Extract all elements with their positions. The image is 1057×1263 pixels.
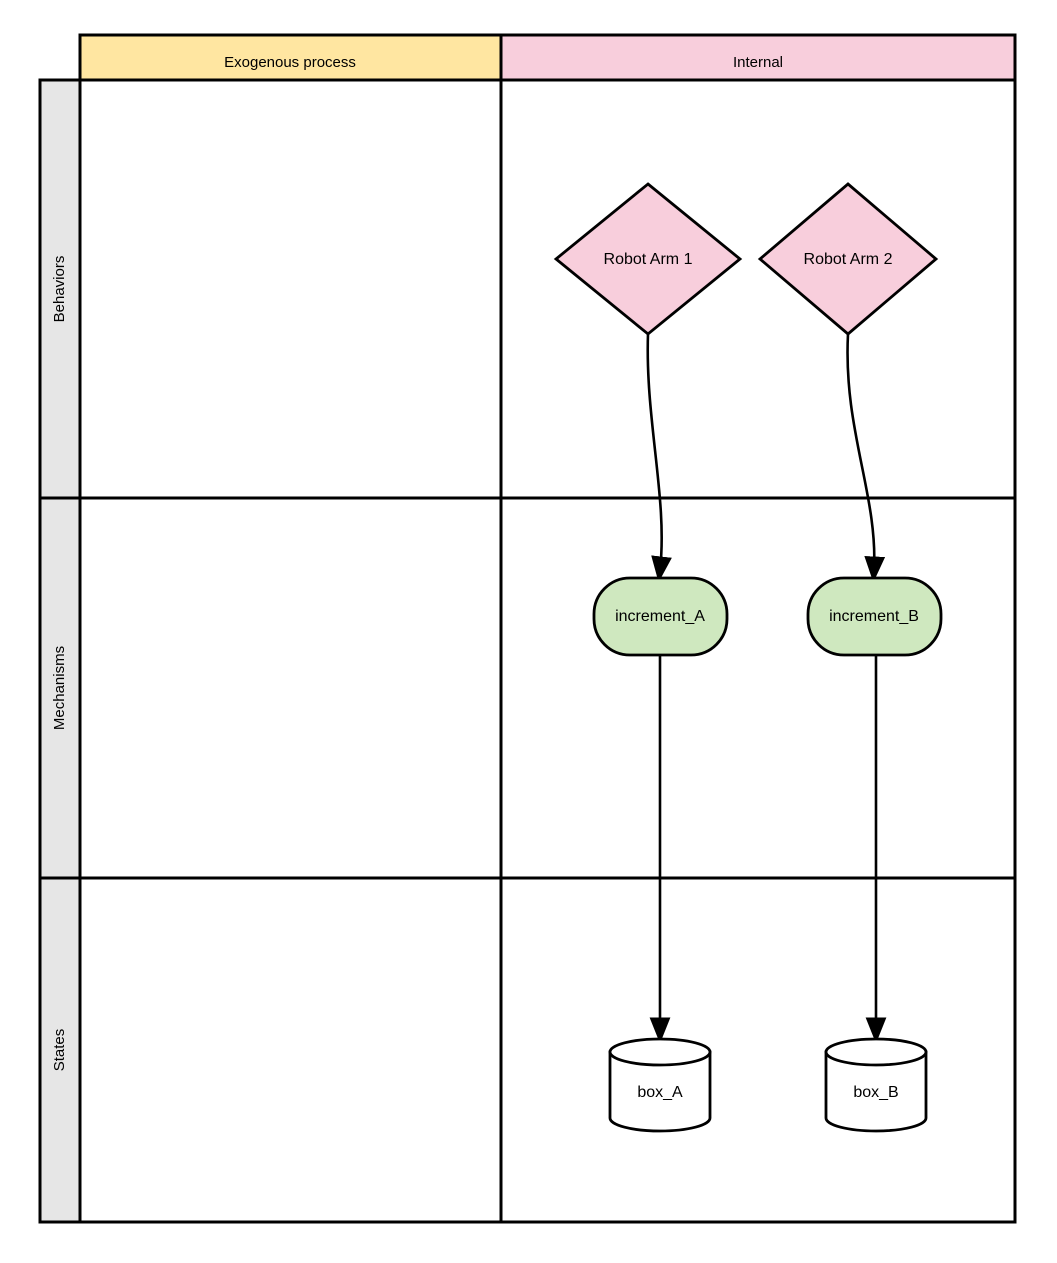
node-robot-arm-1[interactable]: Robot Arm 1 [553, 182, 743, 336]
node-increment-a-label: increment_A [615, 608, 705, 625]
nodes-container: Robot Arm 1 Robot Arm 2 increment_A incr… [553, 182, 943, 1133]
row-header-mechanisms-label: Mechanisms [51, 646, 68, 730]
grid-outer-frame [78, 78, 1017, 1224]
node-box-b[interactable]: box_B [824, 1037, 928, 1133]
cell-mechanisms-exogenous [80, 498, 501, 878]
row-header-behaviors[interactable] [38, 78, 82, 500]
node-robot-arm-2[interactable]: Robot Arm 2 [757, 182, 939, 336]
cell-states-exogenous [80, 878, 501, 1222]
cell-mechanisms-internal [501, 498, 1015, 878]
increment-b-rounded-rect-shape[interactable] [806, 576, 943, 657]
row-header-states-label: States [51, 1029, 68, 1072]
node-robot-arm-1-label: Robot Arm 1 [604, 251, 693, 268]
node-increment-a[interactable]: increment_A [592, 576, 729, 657]
edges-container [646, 333, 887, 1044]
grid-container: Exogenous process Internal Behaviors Mec… [38, 33, 1017, 1224]
column-header-exogenous-process[interactable] [78, 33, 503, 82]
robot-arm-1-diamond-shape[interactable] [553, 182, 743, 336]
increment-a-rounded-rect-shape[interactable] [592, 576, 729, 657]
column-header-exogenous-process-label: Exogenous process [224, 54, 356, 71]
cell-behaviors-internal [501, 80, 1015, 498]
box-a-cylinder-body[interactable] [608, 1050, 712, 1133]
node-box-a-label: box_A [637, 1084, 683, 1101]
node-box-b-label: box_B [853, 1084, 898, 1101]
box-b-cylinder-top [824, 1037, 928, 1067]
edge-robot-arm-2-to-increment-b[interactable] [846, 333, 886, 583]
cell-behaviors-exogenous [80, 80, 501, 498]
node-robot-arm-2-label: Robot Arm 2 [804, 251, 893, 268]
node-box-a[interactable]: box_A [608, 1037, 712, 1133]
robot-arm-2-diamond-shape[interactable] [757, 182, 939, 336]
node-increment-b[interactable]: increment_B [806, 576, 943, 657]
cell-states-internal [501, 878, 1015, 1222]
node-increment-b-label: increment_B [829, 608, 919, 625]
row-header-behaviors-label: Behaviors [51, 256, 68, 323]
edge-robot-arm-1-to-increment-a[interactable] [646, 333, 672, 583]
box-a-cylinder-top [608, 1037, 712, 1067]
column-header-internal-label: Internal [733, 54, 783, 71]
row-header-states[interactable] [38, 876, 82, 1224]
box-b-cylinder-body[interactable] [824, 1050, 928, 1133]
